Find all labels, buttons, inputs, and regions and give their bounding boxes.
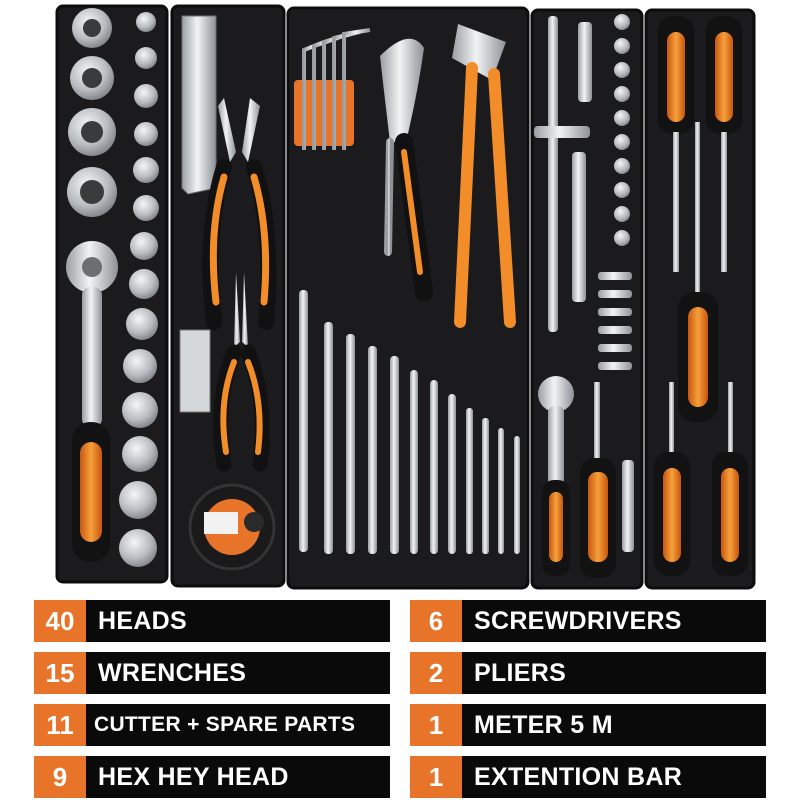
combination-pliers xyxy=(202,98,277,330)
bit-screwdriver xyxy=(580,382,616,578)
spec-count: 6 xyxy=(410,600,462,642)
small-sockets-column xyxy=(119,12,159,567)
spec-count: 15 xyxy=(34,652,86,694)
screwdriver-bits xyxy=(598,272,632,370)
spec-label: SCREWDRIVERS xyxy=(462,600,766,642)
spec-wrenches: 15 WRENCHES xyxy=(34,652,390,694)
long-nose-pliers xyxy=(213,272,270,472)
spec-hex-key-head: 9 HEX HEY HEAD xyxy=(34,756,390,798)
spec-label: PLIERS xyxy=(462,652,766,694)
small-socket-column xyxy=(614,14,630,246)
spec-label: HEADS xyxy=(86,600,390,642)
socket-set-large xyxy=(67,8,117,217)
t-handle-extension xyxy=(534,16,592,332)
spec-count: 40 xyxy=(34,600,86,642)
short-extension-bar xyxy=(622,460,634,552)
spec-extension-bar: 1 EXTENTION BAR xyxy=(410,756,766,798)
spec-count: 11 xyxy=(34,704,86,746)
spec-label: EXTENTION BAR xyxy=(462,756,766,798)
small-ratchet xyxy=(538,376,574,576)
spec-count: 9 xyxy=(34,756,86,798)
spec-count: 1 xyxy=(410,704,462,746)
spec-meter: 1 METER 5 M xyxy=(410,704,766,746)
water-pump-pliers xyxy=(452,24,516,328)
combination-wrench-set xyxy=(299,290,520,554)
spare-blades xyxy=(179,329,211,413)
spec-label: CUTTER + SPARE PARTS xyxy=(86,704,390,746)
spec-heads: 40 HEADS xyxy=(34,600,390,642)
utility-cutter xyxy=(181,15,217,195)
locking-pliers xyxy=(380,38,433,301)
spec-label: HEX HEY HEAD xyxy=(86,756,390,798)
tape-measure xyxy=(188,483,276,571)
spec-pliers: 2 PLIERS xyxy=(410,652,766,694)
spec-cutter-spare-parts: 11 CUTTER + SPARE PARTS xyxy=(34,704,390,746)
spec-screwdrivers: 6 SCREWDRIVERS xyxy=(410,600,766,642)
spec-label: WRENCHES xyxy=(86,652,390,694)
spec-count: 2 xyxy=(410,652,462,694)
hex-key-set xyxy=(294,28,371,150)
spec-count: 1 xyxy=(410,756,462,798)
ratchet-handle xyxy=(66,241,118,562)
tool-set-photo xyxy=(55,4,756,590)
spec-label: METER 5 M xyxy=(462,704,766,746)
screwdriver-set xyxy=(654,16,748,576)
